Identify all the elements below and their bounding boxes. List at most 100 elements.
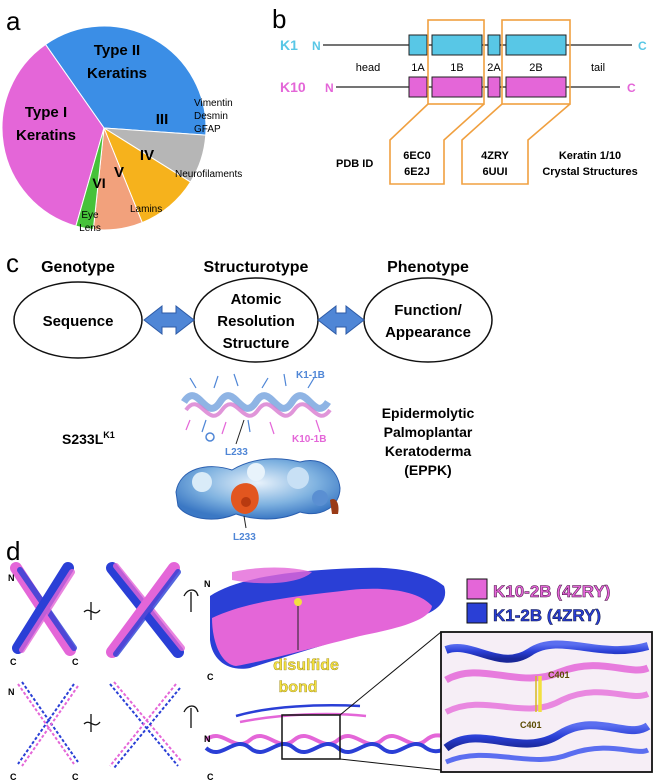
- panel-b: b K1 N C head 1A 1B 2A 2B tail K10 N C P…: [272, 4, 647, 185]
- region-1b: 1B: [450, 62, 463, 74]
- rotate-arrow-4: [183, 705, 199, 728]
- x-surface-view-1: [10, 562, 77, 656]
- disulfide-label-1: disulfide: [273, 657, 339, 674]
- zoom-region-box: [281, 714, 341, 760]
- d-c-label-6: C: [207, 772, 214, 782]
- protein-surface: [175, 458, 341, 520]
- d-c-label-1: C: [10, 657, 17, 667]
- vi-label: VI: [92, 175, 105, 191]
- disease-line-3: Keratoderma: [385, 443, 472, 459]
- legend-k10-swatch: [466, 578, 488, 600]
- type-ii-label-2: Keratins: [87, 65, 147, 82]
- mutation-label: S233LK1: [62, 430, 115, 447]
- panel-d: d N C C: [6, 536, 653, 782]
- phenotype-ellipse: [363, 277, 493, 363]
- structure-label: Structure: [223, 335, 290, 352]
- callout-lens: Lens: [79, 223, 101, 234]
- genotype-heading: Genotype: [41, 259, 115, 276]
- keratin-pie-chart: [1, 25, 207, 231]
- pdb-id-label: PDB ID: [336, 158, 373, 170]
- panel-a-letter: a: [6, 6, 21, 36]
- rotate-arrow-2: [183, 589, 199, 612]
- function-label: Function/: [394, 302, 462, 319]
- k1-helix: [181, 392, 331, 412]
- helix-ribbon: [180, 368, 335, 442]
- residue-label-bottom: L233: [233, 532, 256, 543]
- panel-b-letter: b: [272, 4, 286, 34]
- iv-label: IV: [140, 147, 154, 164]
- callout-neurofilaments: Neurofilaments: [175, 169, 242, 180]
- zoom-connector-bottom: [339, 758, 442, 771]
- zoom-connector-top: [339, 631, 442, 716]
- disulfide-site: [294, 598, 302, 606]
- k10-label: K10: [280, 79, 306, 95]
- highlight-1b-funnel: [389, 103, 485, 185]
- cys-bottom-label: C401: [520, 720, 542, 730]
- residue-label-top: L233: [225, 447, 248, 458]
- callout-eye: Eye: [81, 210, 99, 221]
- rotate-arrow-3: [83, 714, 101, 732]
- k1-domain-1a: [408, 34, 428, 56]
- resolution-label: Resolution: [217, 313, 295, 330]
- x-ribbon-view-2: [109, 681, 183, 769]
- panel-a: a Type II Keratins Type I Keratins III I…: [1, 6, 242, 234]
- k10-domain-2b: [505, 76, 567, 98]
- region-tail: tail: [591, 62, 605, 74]
- pie-slice-type-i: [1, 43, 105, 227]
- legend-k1-swatch: [466, 602, 488, 624]
- zoom-panel: [440, 631, 653, 773]
- l233-pointer-top: [235, 419, 245, 445]
- panel-c: c Genotype Structurotype Phenotype Seque…: [6, 248, 493, 543]
- cys-top-label: C401: [548, 670, 570, 680]
- disulfide-label-2: bond: [278, 679, 317, 696]
- type-i-label-2: Keratins: [16, 127, 76, 144]
- genotype-ellipse: [13, 281, 143, 359]
- l233-pointer-bottom: [243, 515, 247, 529]
- k1-domain-2b: [505, 34, 567, 56]
- type-ii-label-1: Type II: [94, 42, 140, 59]
- region-2a: 2A: [487, 62, 501, 74]
- k10-n-terminus: N: [325, 81, 334, 95]
- atomic-label: Atomic: [231, 291, 282, 308]
- k10-helix: [184, 402, 332, 418]
- k1-domain-2a: [487, 34, 501, 56]
- disease-line-1: Epidermolytic: [382, 405, 475, 421]
- region-2b: 2B: [529, 62, 542, 74]
- helix-k10-label: K10-1B: [292, 434, 326, 445]
- highlight-1b: [427, 19, 485, 105]
- type-i-label-1: Type I: [25, 104, 67, 121]
- highlight-2b: [501, 19, 571, 105]
- d-c-label-3: C: [207, 672, 214, 682]
- helix-k1-label: K1-1B: [296, 370, 325, 381]
- d-n-label-3: N: [204, 579, 211, 589]
- region-head: head: [356, 62, 380, 74]
- panel-c-letter: c: [6, 248, 19, 278]
- sequence-label: Sequence: [43, 313, 114, 330]
- d-n-label-4: N: [8, 687, 15, 697]
- d-c-label-5: C: [72, 772, 79, 782]
- x-surface-view-2: [106, 562, 185, 658]
- coiled-coil-surface: [210, 567, 446, 669]
- x-ribbon-view-1: [17, 681, 79, 767]
- d-n-label-1: N: [8, 573, 15, 583]
- pdb-4zry: 4ZRY: [481, 150, 509, 162]
- d-c-label-4: C: [10, 772, 17, 782]
- geno-structuro-arrow: [143, 304, 195, 336]
- d-n-label-5: N: [204, 734, 211, 744]
- crystal-label-1: Keratin 1/10: [559, 150, 621, 162]
- region-1a: 1A: [411, 62, 425, 74]
- callout-lamins: Lamins: [130, 204, 162, 215]
- k10-domain-1b: [431, 76, 483, 98]
- iii-label: III: [156, 111, 169, 128]
- structuro-pheno-arrow: [317, 304, 365, 336]
- structurotype-heading: Structurotype: [204, 259, 309, 276]
- crystal-label-2: Crystal Structures: [542, 166, 637, 178]
- pdb-6ec0: 6EC0: [403, 150, 431, 162]
- leu-side-chain: [205, 432, 215, 442]
- callout-desmin: Desmin: [194, 111, 228, 122]
- v-label: V: [114, 164, 124, 181]
- legend-k1-label: K1-2B (4ZRY): [493, 606, 601, 625]
- d-c-label-2: C: [72, 657, 79, 667]
- k1-domain-1b: [431, 34, 483, 56]
